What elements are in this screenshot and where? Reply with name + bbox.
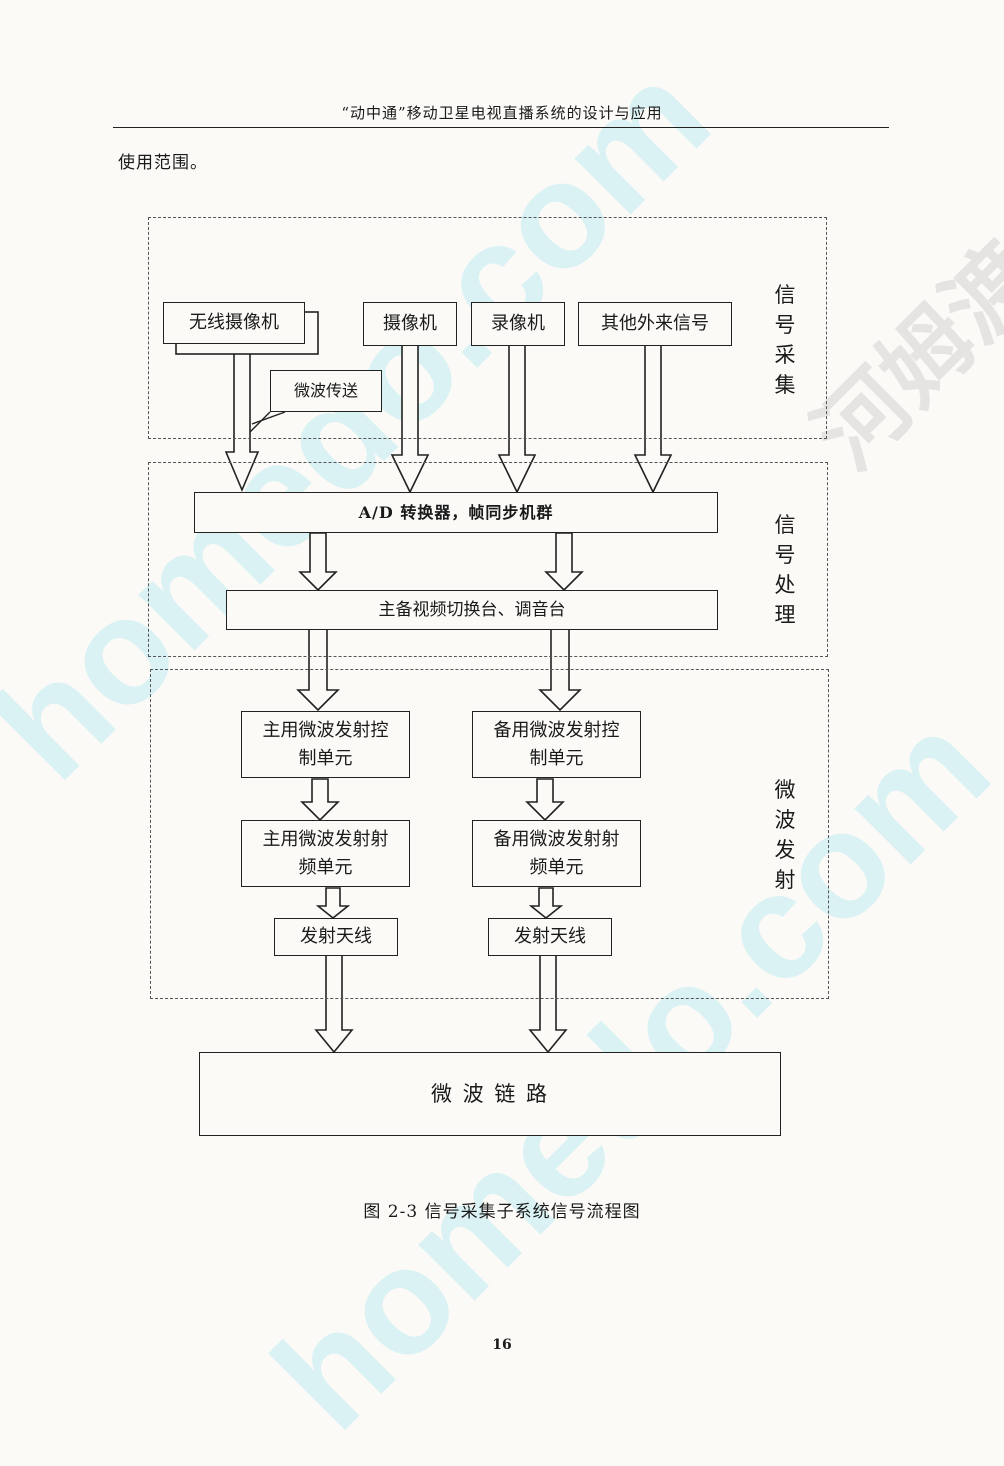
arrow bbox=[497, 344, 537, 494]
running-header: “动中通”移动卫星电视直播系统的设计与应用 bbox=[341, 104, 663, 122]
header-rule bbox=[113, 127, 889, 128]
page-number: 16 bbox=[492, 1337, 512, 1353]
arrow bbox=[298, 532, 338, 592]
section-acquisition bbox=[148, 217, 827, 439]
arrow bbox=[544, 532, 584, 592]
node-main-antenna: 发射天线 bbox=[274, 918, 398, 956]
arrow bbox=[224, 341, 260, 493]
section-label-transmission: 微波发射 bbox=[774, 778, 796, 892]
arrow bbox=[314, 953, 354, 1054]
arrow bbox=[525, 778, 565, 822]
node-external-signal: 其他外来信号 bbox=[578, 302, 732, 346]
node-camera: 摄像机 bbox=[363, 302, 457, 346]
node-microwave-link: 微 波 链 路 bbox=[199, 1052, 781, 1136]
node-backup-rf: 备用微波发射射频单元 bbox=[472, 820, 641, 887]
arrow bbox=[300, 778, 340, 822]
arrow bbox=[390, 344, 430, 494]
node-wireless-camera: 无线摄像机 bbox=[163, 302, 305, 344]
arrow bbox=[633, 344, 673, 494]
arrow bbox=[315, 887, 351, 920]
node-backup-antenna: 发射天线 bbox=[488, 918, 612, 956]
body-text: 使用范围。 bbox=[118, 153, 208, 173]
node-microwave-relay: 微波传送 bbox=[270, 370, 382, 412]
section-processing bbox=[148, 462, 828, 657]
node-ad-converter: A/D 转换器，帧同步机群 bbox=[194, 492, 718, 533]
node-switcher: 主备视频切换台、调音台 bbox=[226, 590, 718, 630]
node-main-control: 主用微波发射控制单元 bbox=[241, 711, 410, 778]
arrow bbox=[528, 953, 568, 1054]
node-backup-control: 备用微波发射控制单元 bbox=[472, 711, 641, 778]
arrow bbox=[528, 887, 564, 920]
node-vcr: 录像机 bbox=[471, 302, 565, 346]
section-label-processing: 信号处理 bbox=[774, 513, 796, 627]
section-transmission bbox=[150, 669, 829, 999]
section-label-acquisition: 信号采集 bbox=[774, 283, 796, 397]
node-main-rf: 主用微波发射射频单元 bbox=[241, 820, 410, 887]
figure-caption: 图 2-3 信号采集子系统信号流程图 bbox=[363, 1202, 641, 1222]
